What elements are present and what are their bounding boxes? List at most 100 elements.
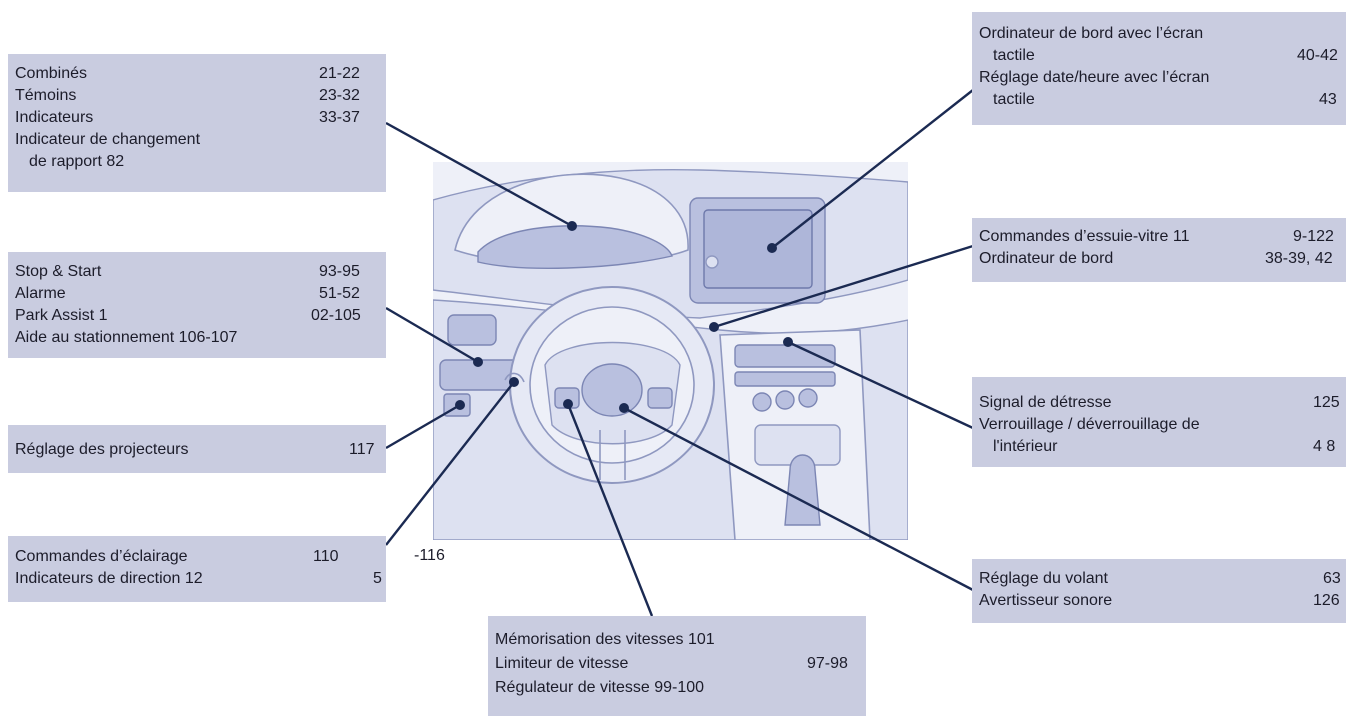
callout-row: Témoins 23-32: [15, 85, 380, 107]
callout-page: 63: [1323, 570, 1341, 587]
leader-eclairage: [385, 381, 515, 546]
callout-label: Aide au stationnement 106-107: [15, 329, 238, 346]
leader-dot-vitesses: [563, 399, 573, 409]
callout-row: Park Assist 1 02-105: [15, 305, 380, 327]
callout-label: Ordinateur de bord: [979, 250, 1114, 267]
callout-page: 43: [1319, 91, 1337, 108]
callout-row: Mémorisation des vitesses 101: [495, 629, 860, 651]
callout-projecteurs: Réglage des projecteurs 117: [8, 425, 386, 473]
leader-volant: [623, 406, 974, 592]
callout-row: Signal de détresse 125: [979, 392, 1340, 414]
callout-eclairage: Commandes d’éclairage 110 Indicateurs de …: [8, 536, 386, 602]
callout-label: Réglage date/heure avec l’écran: [979, 69, 1210, 86]
callout-row: Alarme 51-52: [15, 283, 380, 305]
callout-row: Régulateur de vitesse 99-100: [495, 677, 860, 699]
callout-row: Aide au stationnement 106-107: [15, 327, 380, 349]
dashboard-illustration: [433, 162, 908, 540]
callout-label: Avertisseur sonore: [979, 592, 1113, 609]
callout-label: Ordinateur de bord avec l’écran: [979, 25, 1204, 42]
leader-projecteurs: [385, 403, 461, 450]
leader-ordinateur-ecran: [771, 89, 974, 249]
callout-label: Stop & Start: [15, 263, 102, 280]
leader-dot-stop-start: [473, 357, 483, 367]
leader-detresse: [787, 340, 974, 430]
callout-label: Régulateur de vitesse 99-100: [495, 679, 705, 696]
leader-lines: [385, 89, 974, 617]
callout-row: Limiteur de vitesse 97-98: [495, 653, 860, 675]
leader-stop-start: [385, 306, 479, 364]
callout-row: Stop & Start 93-95: [15, 261, 380, 283]
callout-row: de rapport 82: [15, 151, 380, 173]
callout-row: Ordinateur de bord 38-39, 42: [979, 248, 1340, 270]
callout-detresse: Signal de détresse 125 Verrouillage / dév…: [972, 377, 1346, 467]
callout-label: Commandes d’essuie-vitre 11: [979, 228, 1190, 245]
callout-vitesses: Mémorisation des vitesses 101 Limiteur d…: [488, 616, 866, 716]
callout-page: 33-37: [319, 109, 360, 126]
callout-page: 38-39, 42: [1265, 250, 1333, 267]
callout-row: Indicateurs 33-37: [15, 107, 380, 129]
leader-dot-eclairage: [509, 377, 519, 387]
callout-row: Réglage date/heure avec l’écran: [979, 67, 1340, 89]
callout-label: Park Assist 1: [15, 307, 108, 324]
leader-dot-volant: [619, 403, 629, 413]
callout-page: 9-122: [1293, 228, 1334, 245]
callout-label: l'intérieur: [993, 438, 1058, 455]
callout-page: 110: [313, 548, 339, 565]
leader-essuie-vitre: [713, 244, 974, 329]
callout-row: Réglage des projecteurs 117: [15, 439, 380, 461]
callout-label: Indicateurs: [15, 109, 94, 126]
callout-page: 5: [373, 570, 382, 587]
callout-label: tactile: [993, 47, 1035, 64]
leader-dot-projecteurs: [455, 400, 465, 410]
eclairage-page-suffix: -116: [414, 547, 445, 564]
callout-page: 02-105: [311, 307, 361, 324]
callout-page: 23-32: [319, 87, 360, 104]
callout-row: Avertisseur sonore 126: [979, 590, 1340, 612]
callout-page: 4 8: [1313, 438, 1336, 455]
callout-label: de rapport 82: [29, 153, 125, 170]
callout-label: Indicateur de changement: [15, 131, 201, 148]
callout-row: Indicateur de changement: [15, 129, 380, 151]
callout-row: tactile 40-42: [979, 45, 1340, 67]
callout-page: 126: [1313, 592, 1340, 609]
callout-label: Mémorisation des vitesses 101: [495, 631, 715, 648]
callout-label: Réglage du volant: [979, 570, 1108, 587]
callout-stop-start: Stop & Start 93-95 Alarme 51-52 Park Assis…: [8, 252, 386, 358]
callout-ordinateur-ecran: Ordinateur de bord avec l’écran tactile 4…: [972, 12, 1346, 125]
callout-label: Alarme: [15, 285, 66, 302]
leader-combines: [385, 121, 573, 228]
callout-combines: Combinés 21-22 Témoins 23-32 Indicateurs 33…: [8, 54, 386, 192]
leader-vitesses: [566, 403, 654, 617]
callout-row: Commandes d’éclairage 110: [15, 546, 380, 568]
callout-row: Ordinateur de bord avec l’écran: [979, 23, 1340, 45]
leader-dot-detresse: [783, 337, 793, 347]
callout-row: Combinés 21-22: [15, 63, 380, 85]
callout-page: 117: [349, 441, 375, 458]
callout-page: 21-22: [319, 65, 360, 82]
callout-label: Combinés: [15, 65, 88, 82]
callout-label: Indicateurs de direction 12: [15, 570, 203, 587]
callout-page: 40-42: [1297, 47, 1338, 64]
callout-page: 97-98: [807, 655, 848, 672]
callout-row: Indicateurs de direction 12 5: [15, 568, 382, 590]
callout-label: Réglage des projecteurs: [15, 441, 189, 458]
callout-volant: Réglage du volant 63 Avertisseur sonore 12…: [972, 559, 1346, 623]
callout-page: 93-95: [319, 263, 360, 280]
callout-label: Limiteur de vitesse: [495, 655, 629, 672]
callout-row: tactile 43: [979, 89, 1340, 111]
callout-page: 125: [1313, 394, 1340, 411]
callout-row: l'intérieur 4 8: [979, 436, 1340, 458]
callout-page: 51-52: [319, 285, 360, 302]
leader-dot-ordinateur-ecran: [767, 243, 777, 253]
leader-dot-essuie-vitre: [709, 322, 719, 332]
callout-label: tactile: [993, 91, 1035, 108]
callout-row: Réglage du volant 63: [979, 568, 1341, 590]
callout-row: Verrouillage / déverrouillage de: [979, 414, 1340, 436]
callout-label: Témoins: [15, 87, 77, 104]
callout-label: Verrouillage / déverrouillage de: [979, 416, 1200, 433]
callout-label: Signal de détresse: [979, 394, 1112, 411]
callout-essuie-vitre: Commandes d’essuie-vitre 11 9-122 Ordinat…: [972, 218, 1346, 282]
callout-row: Commandes d’essuie-vitre 11 9-122: [979, 226, 1340, 248]
callout-label: Commandes d’éclairage: [15, 548, 188, 565]
